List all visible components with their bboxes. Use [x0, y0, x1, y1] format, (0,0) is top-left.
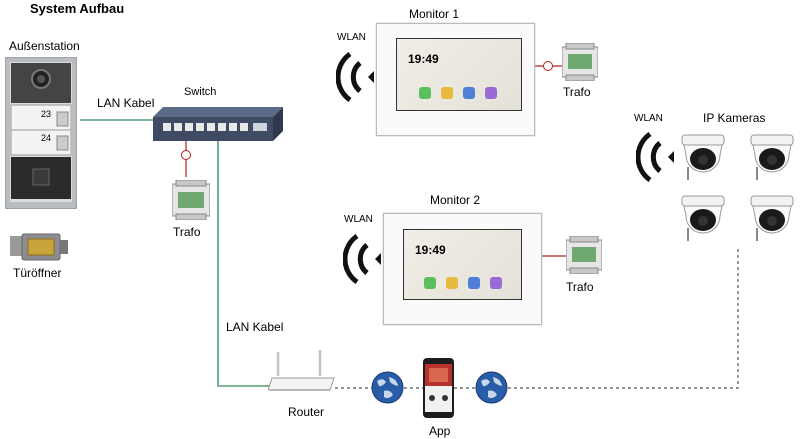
power-supply-switch-label: Trafo [173, 225, 201, 239]
door-opener-label: Türöffner [13, 266, 62, 280]
internet-link-globe-cameras [508, 248, 739, 389]
monitor2-label: Monitor 2 [430, 193, 481, 207]
lan-cable-label-bottom: LAN Kabel [226, 320, 284, 334]
wlan-monitor1-label: WLAN [337, 32, 366, 43]
monitor1-screen: 19:49 [396, 38, 522, 111]
monitor2: 19:49 [383, 213, 542, 325]
globe-icon-left [371, 371, 404, 404]
trafo-monitor1-label: Trafo [563, 85, 591, 99]
power-supply-monitor1 [561, 42, 599, 82]
ip-camera-icon [749, 194, 795, 242]
diagram-title: System Aufbau [30, 1, 125, 16]
settings-icon [485, 87, 497, 99]
router-icon [267, 348, 338, 400]
power-supply-monitor2 [565, 235, 603, 275]
power-supply-switch [171, 179, 211, 221]
message-icon [441, 87, 453, 99]
camera-view-icon [463, 87, 475, 99]
ip-cameras-label: IP Kameras [703, 111, 766, 125]
ip-camera-icon [680, 194, 726, 242]
monitor1-time: 19:49 [408, 52, 439, 66]
monitor1-label: Monitor 1 [409, 7, 460, 21]
ip-camera-icon [680, 133, 726, 181]
wlan-cameras-label: WLAN [634, 113, 663, 124]
app-label: App [429, 424, 451, 438]
lan-cable-switch-router [217, 140, 280, 387]
wifi-icon-monitor1 [335, 50, 376, 104]
call-icon [424, 277, 436, 289]
globe-icon-right [475, 371, 508, 404]
switch-label: Switch [184, 86, 217, 98]
network-switch [153, 107, 283, 143]
power-connector-dot [543, 61, 553, 71]
router-label: Router [288, 405, 325, 419]
wifi-icon-monitor2 [342, 232, 383, 286]
wifi-icon-cameras [635, 130, 676, 184]
message-icon [446, 277, 458, 289]
lan-cable-label-top: LAN Kabel [97, 96, 155, 110]
monitor2-screen: 19:49 [403, 229, 522, 300]
call-icon [419, 87, 431, 99]
ip-camera-icon [749, 133, 795, 181]
monitor2-time: 19:49 [415, 243, 446, 257]
outdoor-station-label: Außenstation [9, 39, 80, 53]
camera-view-icon [468, 277, 480, 289]
panel-button-bottom-number: 24 [41, 133, 52, 143]
smartphone-app-icon [423, 358, 454, 418]
outdoor-station: 23 24 [4, 56, 78, 210]
panel-button-top-number: 23 [41, 109, 52, 119]
trafo-monitor2-label: Trafo [566, 280, 594, 294]
power-connector-dot [181, 150, 191, 160]
monitor1: 19:49 [376, 23, 535, 136]
settings-icon [490, 277, 502, 289]
wlan-monitor2-label: WLAN [344, 214, 373, 225]
door-opener-icon [10, 230, 70, 264]
